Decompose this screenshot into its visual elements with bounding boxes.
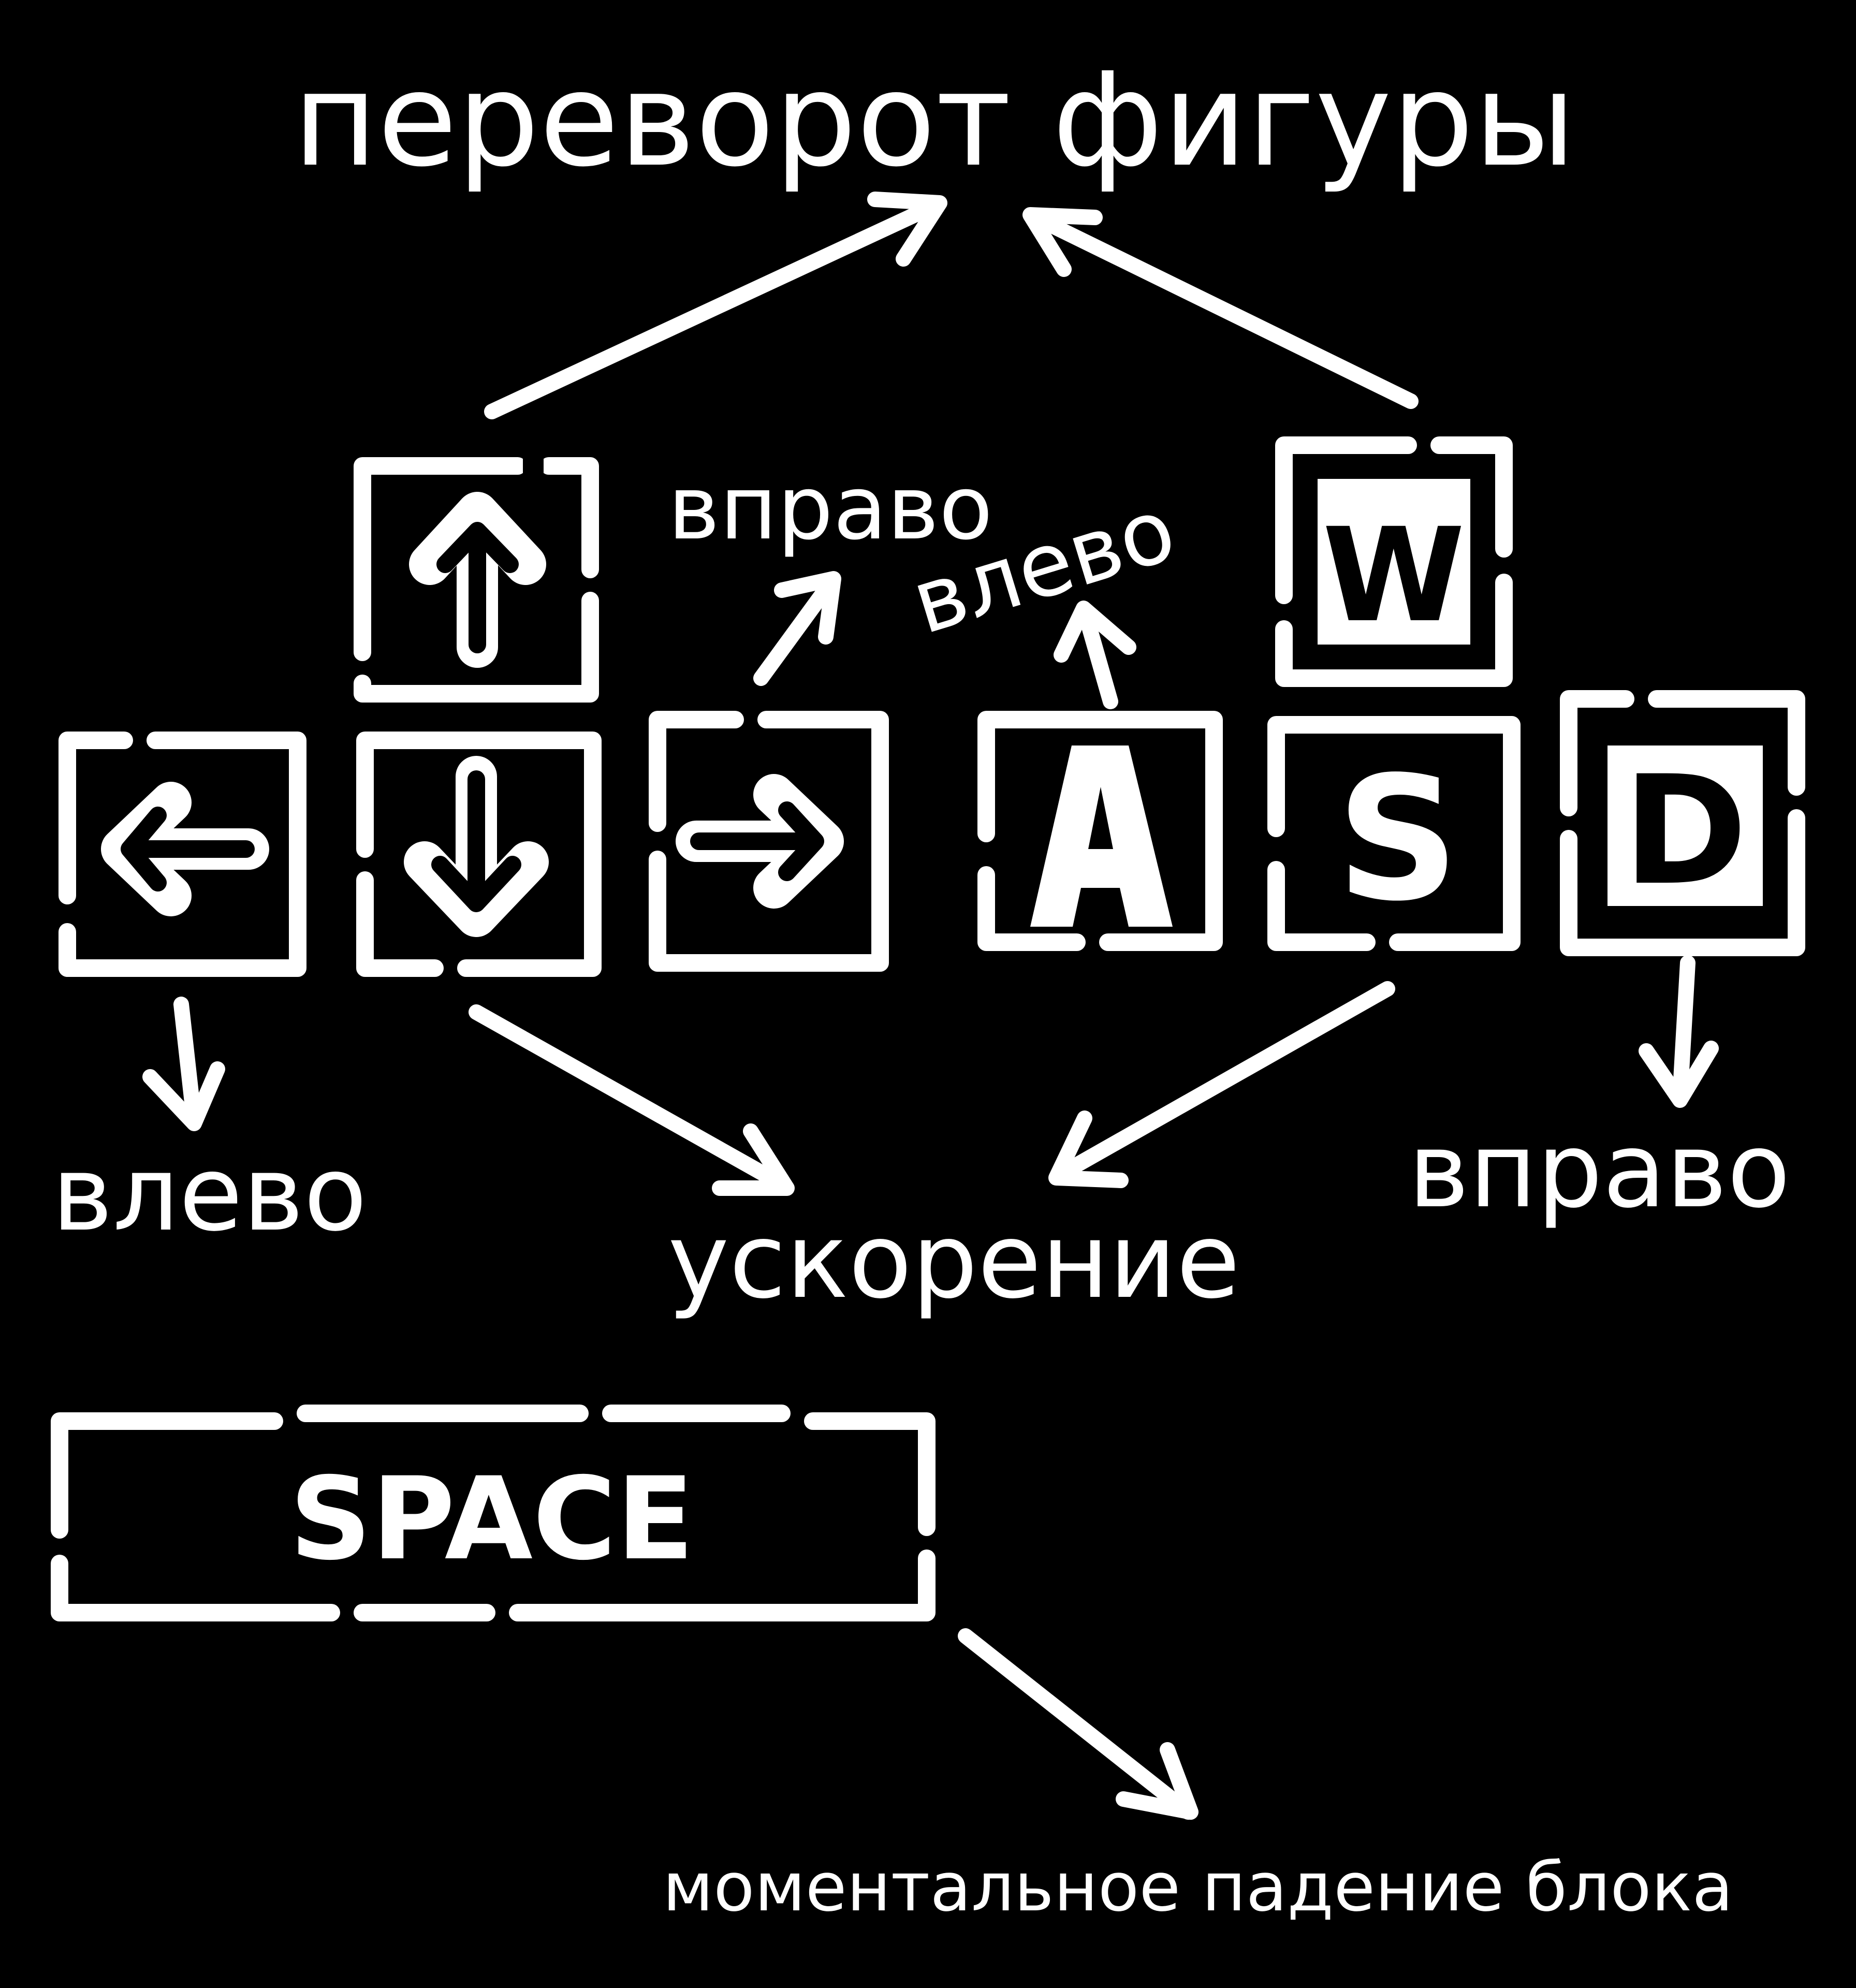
arrow-s-to-accelerate [1048, 981, 1395, 1188]
label-instant-drop: моментальное падение блока [663, 1848, 1733, 1926]
arrow-a-to-label [1054, 601, 1136, 709]
key-right[interactable] [649, 711, 889, 972]
key-w-cap [1318, 479, 1470, 645]
arrow-space-to-drop [958, 1628, 1199, 1820]
arrow-right-to-label [753, 571, 841, 686]
arrow-w-to-rotate [1022, 207, 1419, 409]
key-w-label: W [1322, 500, 1465, 651]
key-d-label: D [1623, 744, 1748, 918]
key-a-label: A [0, 0, 1, 1]
arrow-right-icon [676, 774, 844, 909]
key-d-cap [1607, 746, 1763, 906]
arrow-d-to-label [1639, 955, 1719, 1108]
label-accelerate: ускорение [668, 1201, 1240, 1322]
arrow-left-icon [101, 782, 269, 916]
key-down[interactable] [356, 732, 602, 977]
label-right-top: вправо [668, 457, 993, 560]
key-a[interactable]: A [0, 0, 1223, 951]
key-s-label: S [1336, 740, 1459, 939]
arrow-down-to-accelerate [469, 1004, 795, 1196]
arrow-left-to-label [142, 997, 225, 1131]
key-space[interactable]: SPACE [51, 1405, 936, 1621]
label-rotate: переворот фигуры [293, 45, 1576, 195]
arrow-up-icon [409, 492, 546, 668]
key-d[interactable]: D [1560, 690, 1805, 956]
label-right-bottom: вправо [1408, 1110, 1790, 1231]
label-left-bottom: влево [52, 1134, 367, 1254]
key-space-label: SPACE [289, 1453, 694, 1585]
key-up[interactable] [354, 456, 599, 703]
key-a-cap [1030, 746, 1173, 927]
arrow-down-icon [404, 756, 549, 937]
key-left[interactable] [59, 732, 306, 977]
arrow-up-to-rotate [484, 192, 947, 419]
key-s[interactable]: S [1267, 716, 1521, 951]
key-w[interactable]: W [1275, 436, 1513, 687]
